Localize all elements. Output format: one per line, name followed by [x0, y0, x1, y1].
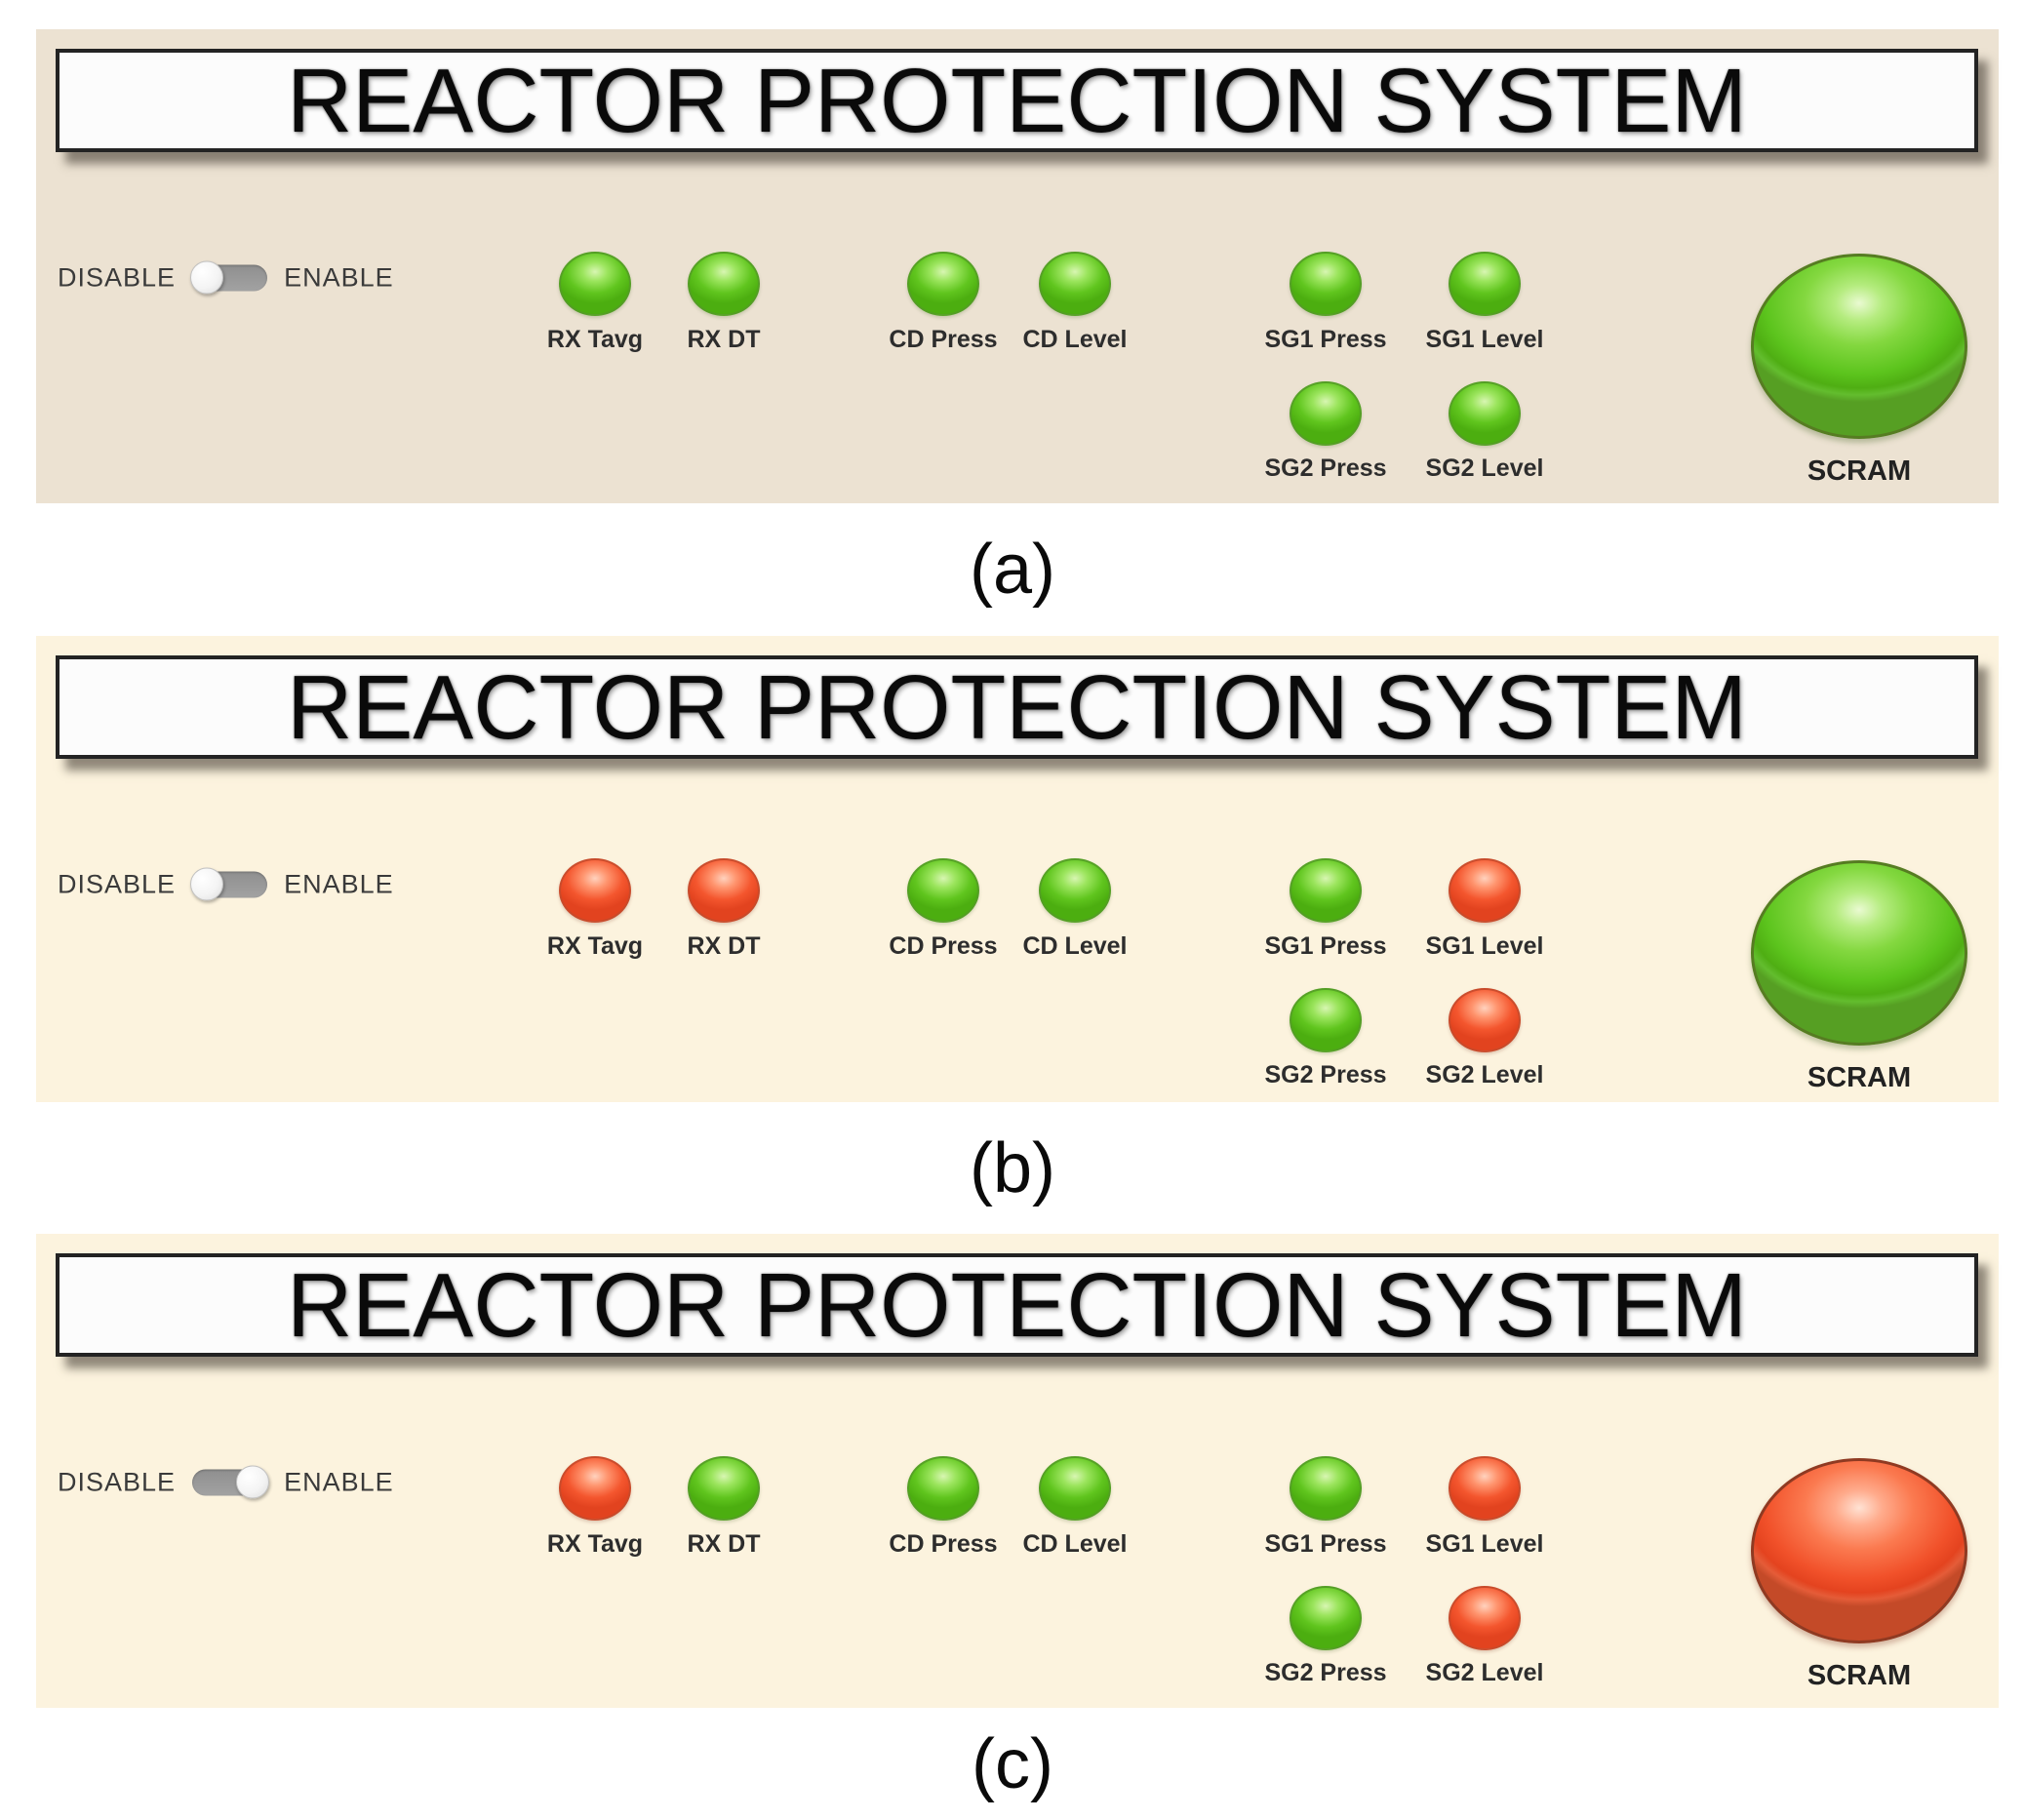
label-rx-dt: RX DT [687, 326, 761, 353]
page-title: REACTOR PROTECTION SYSTEM [287, 655, 1747, 758]
disable-label: DISABLE [58, 262, 177, 293]
light-rx-dt [688, 1456, 760, 1521]
label-sg1-press: SG1 Press [1264, 932, 1387, 960]
scram-label: SCRAM [1807, 1660, 1912, 1691]
caption-b: (b) [970, 1128, 1055, 1207]
light-cd-press [907, 252, 979, 316]
label-rx-dt: RX DT [687, 1530, 761, 1558]
title-bar: REACTOR PROTECTION SYSTEM [56, 1253, 1978, 1357]
label-cd-level: CD Level [1022, 1530, 1128, 1558]
enable-label: ENABLE [284, 262, 394, 293]
light-sg2-level [1449, 381, 1521, 446]
light-sg2-level [1449, 1586, 1521, 1650]
enable-label: ENABLE [284, 869, 394, 899]
light-sg2-press [1290, 988, 1362, 1052]
label-sg1-level: SG1 Level [1425, 1530, 1544, 1558]
light-rx-dt [688, 858, 760, 923]
light-rx-dt [688, 252, 760, 316]
enable-disable-switch[interactable] [190, 867, 268, 901]
label-sg1-press: SG1 Press [1264, 326, 1387, 353]
disable-label: DISABLE [58, 1467, 177, 1497]
light-sg1-press [1290, 1456, 1362, 1521]
label-cd-press: CD Press [889, 326, 998, 353]
enable-disable-switch[interactable] [192, 1465, 270, 1499]
enable-disable-switch[interactable] [190, 260, 268, 295]
enable-disable-toggle-group: DISABLE ENABLE [58, 260, 394, 295]
label-sg2-level: SG2 Level [1425, 1659, 1544, 1686]
light-rx-tavg [559, 1456, 631, 1521]
enable-disable-toggle-group: DISABLE ENABLE [58, 1465, 394, 1499]
label-cd-press: CD Press [889, 932, 998, 960]
label-rx-dt: RX DT [687, 932, 761, 960]
rps-panel-a: REACTOR PROTECTION SYSTEM DISABLE ENABLE… [36, 29, 1999, 503]
page-title: REACTOR PROTECTION SYSTEM [287, 49, 1747, 151]
caption-c: (c) [972, 1725, 1053, 1803]
disable-label: DISABLE [58, 869, 177, 899]
title-bar: REACTOR PROTECTION SYSTEM [56, 655, 1978, 759]
switch-knob[interactable] [190, 260, 224, 295]
scram-button[interactable] [1751, 1458, 1967, 1643]
label-sg1-level: SG1 Level [1425, 326, 1544, 353]
label-sg1-level: SG1 Level [1425, 932, 1544, 960]
switch-knob[interactable] [190, 867, 224, 901]
enable-disable-toggle-group: DISABLE ENABLE [58, 867, 394, 901]
enable-label: ENABLE [284, 1467, 394, 1497]
label-rx-tavg: RX Tavg [546, 932, 644, 960]
light-sg2-press [1290, 1586, 1362, 1650]
label-rx-tavg: RX Tavg [546, 326, 644, 353]
scram-button[interactable] [1751, 860, 1967, 1046]
light-sg1-press [1290, 252, 1362, 316]
page-title: REACTOR PROTECTION SYSTEM [287, 1253, 1747, 1356]
label-cd-level: CD Level [1022, 326, 1128, 353]
light-sg1-level [1449, 1456, 1521, 1521]
light-sg2-press [1290, 381, 1362, 446]
light-rx-tavg [559, 858, 631, 923]
title-bar: REACTOR PROTECTION SYSTEM [56, 49, 1978, 152]
label-sg2-level: SG2 Level [1425, 1061, 1544, 1088]
light-sg2-level [1449, 988, 1521, 1052]
light-cd-level [1039, 858, 1111, 923]
scram-button[interactable] [1751, 254, 1967, 439]
rps-panel-c: REACTOR PROTECTION SYSTEM DISABLE ENABLE… [36, 1234, 1999, 1708]
light-sg1-level [1449, 252, 1521, 316]
label-sg1-press: SG1 Press [1264, 1530, 1387, 1558]
label-sg2-press: SG2 Press [1264, 1659, 1387, 1686]
label-rx-tavg: RX Tavg [546, 1530, 644, 1558]
label-cd-press: CD Press [889, 1530, 998, 1558]
label-sg2-press: SG2 Press [1264, 455, 1387, 482]
label-sg2-level: SG2 Level [1425, 455, 1544, 482]
light-cd-level [1039, 1456, 1111, 1521]
switch-knob[interactable] [236, 1465, 270, 1499]
caption-a: (a) [970, 531, 1055, 609]
light-cd-press [907, 858, 979, 923]
light-cd-level [1039, 252, 1111, 316]
label-cd-level: CD Level [1022, 932, 1128, 960]
light-sg1-level [1449, 858, 1521, 923]
light-sg1-press [1290, 858, 1362, 923]
scram-label: SCRAM [1807, 1062, 1912, 1093]
light-cd-press [907, 1456, 979, 1521]
scram-label: SCRAM [1807, 455, 1912, 487]
label-sg2-press: SG2 Press [1264, 1061, 1387, 1088]
rps-panel-b: REACTOR PROTECTION SYSTEM DISABLE ENABLE… [36, 636, 1999, 1102]
light-rx-tavg [559, 252, 631, 316]
